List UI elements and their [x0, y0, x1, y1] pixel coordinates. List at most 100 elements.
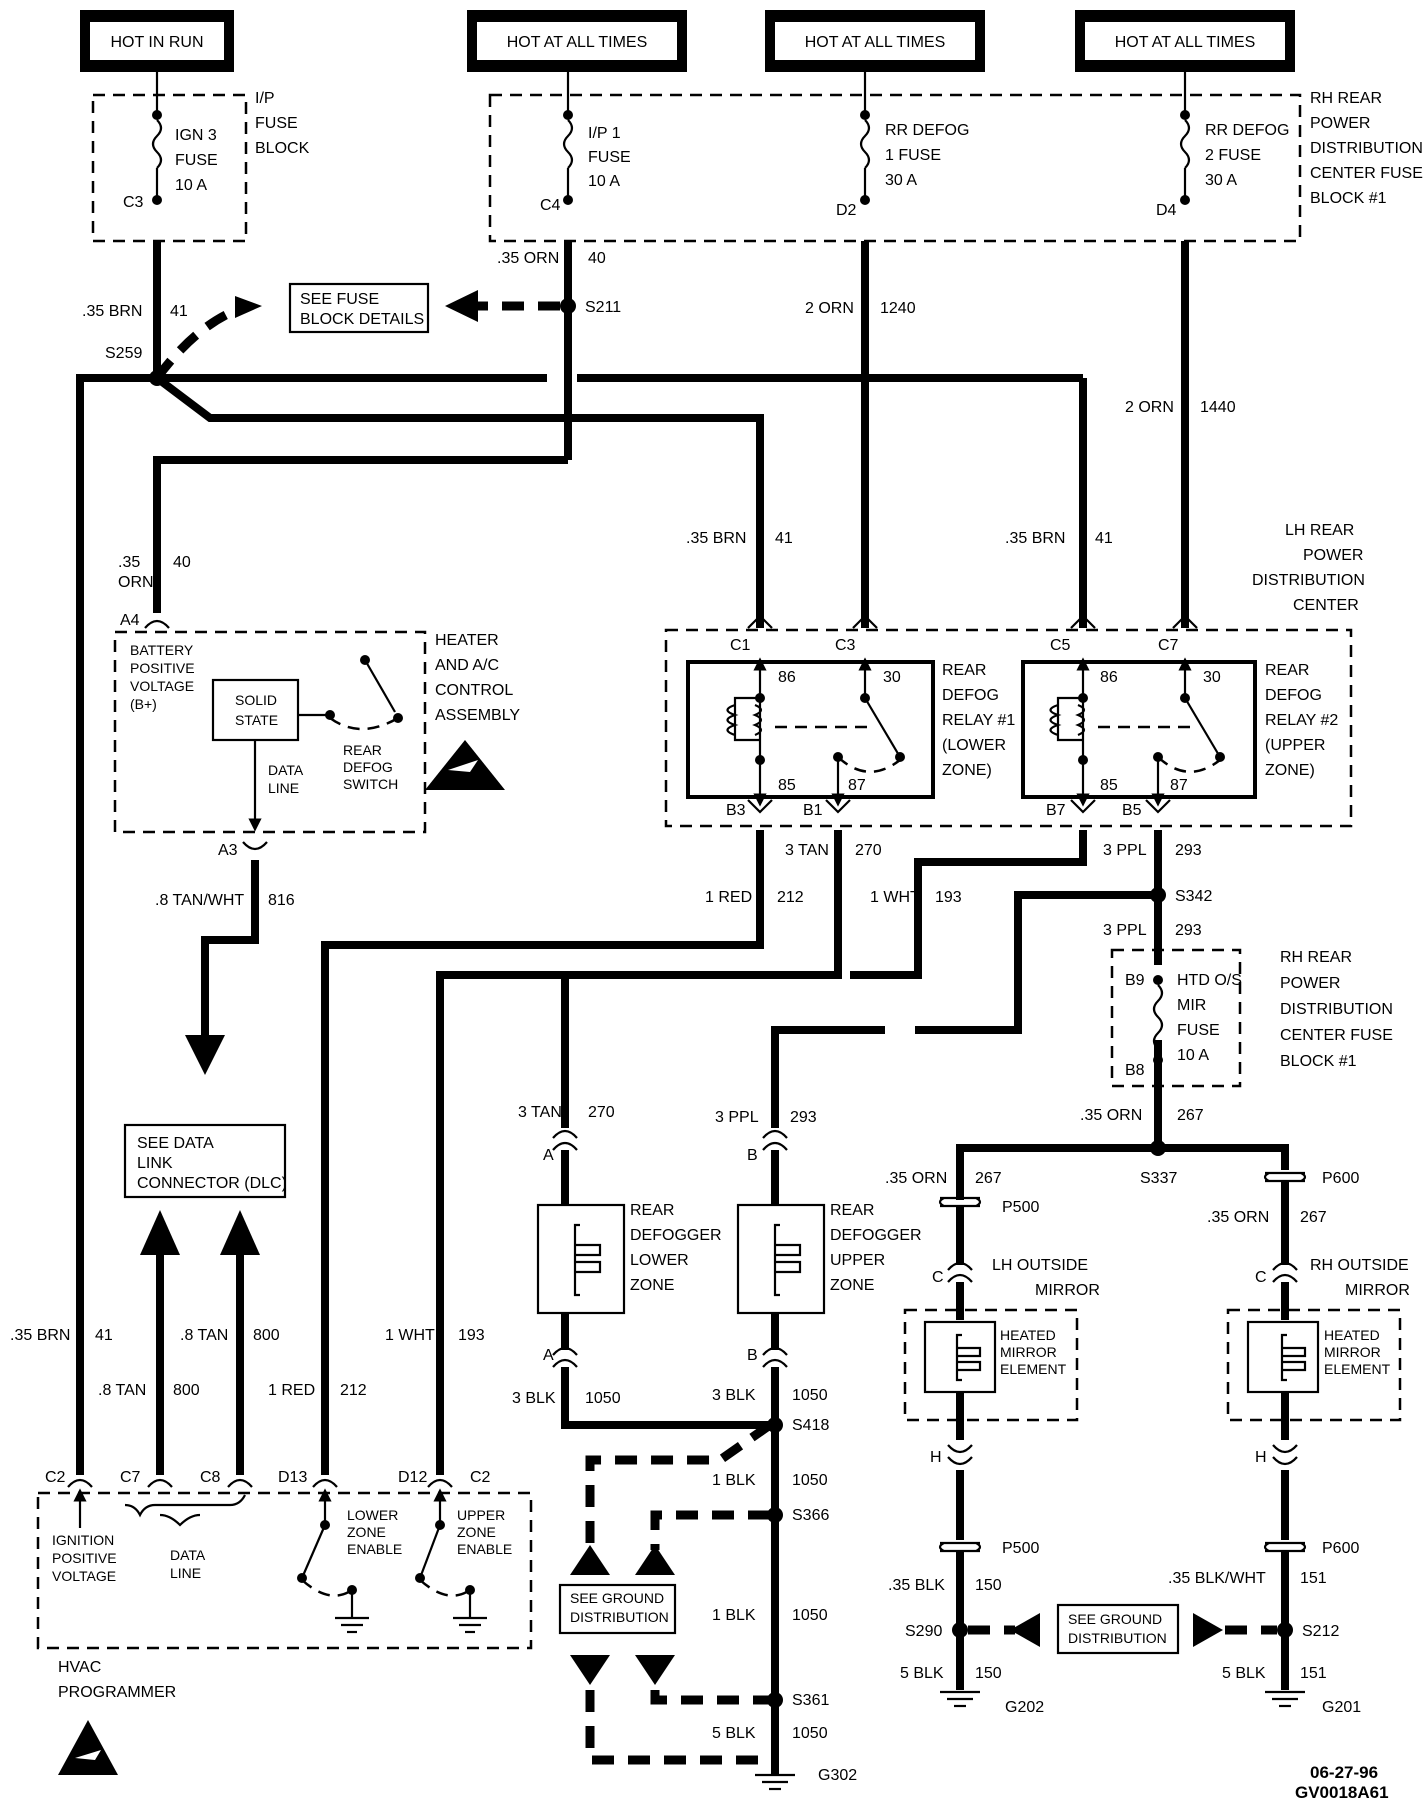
svg-text:ELEMENT: ELEMENT [1324, 1361, 1391, 1377]
svg-text:STATE: STATE [235, 712, 278, 728]
svg-text:.35 ORN: .35 ORN [1207, 1209, 1269, 1226]
svg-text:I/P 1: I/P 1 [588, 125, 621, 142]
svg-text:BATTERY: BATTERY [130, 642, 194, 658]
svg-text:2 ORN: 2 ORN [805, 300, 854, 317]
svg-text:3 BLK: 3 BLK [712, 1387, 756, 1404]
svg-text:B3: B3 [726, 802, 746, 819]
diagram-footer: 06-27-96 GV0018A61 [1295, 1763, 1389, 1802]
svg-text:DATA: DATA [268, 762, 304, 778]
svg-text:GV0018A61: GV0018A61 [1295, 1783, 1389, 1802]
svg-text:150: 150 [975, 1577, 1002, 1594]
svg-text:POSITIVE: POSITIVE [52, 1550, 117, 1566]
rear-defog-relay-2: C5 C7 86 30 85 87 B7 B5 REAR DEFOG RELAY… [1021, 614, 1338, 819]
svg-text:REAR: REAR [1265, 662, 1309, 679]
svg-text:151: 151 [1300, 1570, 1327, 1587]
svg-text:H: H [1255, 1449, 1267, 1466]
svg-text:RELAY #2: RELAY #2 [1265, 712, 1338, 729]
svg-text:C: C [932, 1269, 944, 1286]
svg-text:3 TAN: 3 TAN [785, 842, 829, 859]
svg-text:1050: 1050 [792, 1607, 828, 1624]
splice-s211: S211 [560, 298, 621, 316]
svg-text:BLOCK DETAILS: BLOCK DETAILS [300, 311, 424, 328]
svg-text:S337: S337 [1140, 1170, 1177, 1187]
ground-g201: G201 [1265, 1690, 1361, 1716]
svg-text:LINE: LINE [268, 780, 299, 796]
lh-rear-power-distribution-center: LH REAR POWER DISTRIBUTION CENTER [664, 522, 1365, 828]
svg-text:CONTROL: CONTROL [435, 682, 513, 699]
svg-text:C2: C2 [45, 1469, 66, 1486]
svg-text:ORN: ORN [118, 574, 154, 591]
svg-text:SEE GROUND: SEE GROUND [1068, 1611, 1162, 1627]
svg-text:86: 86 [778, 669, 796, 686]
svg-text:B: B [747, 1147, 758, 1164]
ground-distribution-refs-left: SEE GROUND DISTRIBUTION [558, 1421, 773, 1765]
svg-text:800: 800 [173, 1382, 200, 1399]
power-header-hot-in-run: HOT IN RUN [80, 10, 234, 72]
svg-text:LH OUTSIDE: LH OUTSIDE [992, 1257, 1088, 1274]
svg-text:5 BLK: 5 BLK [900, 1665, 944, 1682]
svg-text:VOLTAGE: VOLTAGE [130, 678, 194, 694]
svg-text:UPPER: UPPER [457, 1507, 505, 1523]
svg-text:A: A [543, 1347, 554, 1364]
svg-text:816: 816 [268, 892, 295, 909]
svg-text:ASSEMBLY: ASSEMBLY [435, 707, 520, 724]
svg-text:LOWER: LOWER [630, 1252, 689, 1269]
svg-text:LINK: LINK [137, 1155, 173, 1172]
svg-text:REAR: REAR [343, 742, 382, 758]
svg-text:S290: S290 [905, 1623, 942, 1640]
svg-text:85: 85 [778, 777, 796, 794]
svg-text:D12: D12 [398, 1469, 427, 1486]
svg-text:30: 30 [883, 669, 901, 686]
svg-text:LINE: LINE [170, 1565, 201, 1581]
svg-text:ZONE: ZONE [630, 1277, 674, 1294]
ground-g202: G202 [940, 1690, 1044, 1716]
svg-text:G201: G201 [1322, 1699, 1361, 1716]
svg-text:.35 BRN: .35 BRN [686, 530, 746, 547]
svg-text:270: 270 [588, 1104, 615, 1121]
svg-text:DATA: DATA [170, 1547, 206, 1563]
svg-text:HTD O/S: HTD O/S [1177, 972, 1242, 989]
svg-text:85: 85 [1100, 777, 1118, 794]
svg-text:DISTRIBUTION: DISTRIBUTION [1068, 1630, 1167, 1646]
svg-text:HOT AT ALL TIMES: HOT AT ALL TIMES [805, 34, 946, 51]
svg-text:87: 87 [848, 777, 866, 794]
svg-text:1050: 1050 [792, 1472, 828, 1489]
svg-text:B1: B1 [803, 802, 823, 819]
svg-text:MIRROR: MIRROR [1000, 1344, 1057, 1360]
svg-text:IGN 3: IGN 3 [175, 127, 217, 144]
svg-text:A4: A4 [120, 612, 140, 629]
svg-text:POSITIVE: POSITIVE [130, 660, 195, 676]
svg-text:HEATER: HEATER [435, 632, 499, 649]
wire-label-wht: 1 WHT [385, 1327, 435, 1344]
svg-text:ZONE: ZONE [457, 1524, 496, 1540]
svg-text:HOT AT ALL TIMES: HOT AT ALL TIMES [507, 34, 648, 51]
wire-labels-lower: 3 TAN 270 3 PPL 293 1 RED 212 1 WHT 193 … [518, 842, 1327, 1226]
svg-text:RELAY #1: RELAY #1 [942, 712, 1015, 729]
svg-text:C2: C2 [470, 1469, 491, 1486]
svg-text:.35 ORN: .35 ORN [1080, 1107, 1142, 1124]
htd-mirror-fuse-block: B9 B8 HTD O/S MIR FUSE 10 A RH REAR POWE… [1110, 948, 1393, 1088]
svg-text:FUSE: FUSE [175, 152, 218, 169]
svg-text:10 A: 10 A [1177, 1047, 1209, 1064]
svg-text:DISTRIBUTION: DISTRIBUTION [570, 1609, 669, 1625]
svg-text:ENABLE: ENABLE [457, 1541, 512, 1557]
svg-text:G202: G202 [1005, 1699, 1044, 1716]
svg-text:1 FUSE: 1 FUSE [885, 147, 941, 164]
svg-text:SEE GROUND: SEE GROUND [570, 1590, 664, 1606]
rh-outside-mirror: P600 C RH OUTSIDE MIRROR HEATED MIRROR E… [1226, 1170, 1410, 1690]
svg-text:FUSE: FUSE [1177, 1022, 1220, 1039]
wire-816: .8 TAN/WHT 816 [155, 860, 295, 1075]
svg-text:800: 800 [253, 1327, 280, 1344]
svg-text:CENTER FUSE: CENTER FUSE [1310, 165, 1423, 182]
svg-text:3 TAN: 3 TAN [518, 1104, 562, 1121]
svg-text:B: B [747, 1347, 758, 1364]
svg-text:C1: C1 [730, 637, 751, 654]
svg-text:CENTER FUSE: CENTER FUSE [1280, 1027, 1393, 1044]
svg-text:DEFOG: DEFOG [1265, 687, 1322, 704]
svg-text:HOT IN RUN: HOT IN RUN [110, 34, 203, 51]
hvac-programmer: C2 C7 C8 D13 D12 C2 IGNITION POSITIVE VO… [36, 1469, 533, 1701]
svg-text:40: 40 [173, 554, 191, 571]
rh-rear-fuse-block: I/P 1 FUSE 10 A C4 RR DEFOG 1 FUSE 30 A … [488, 72, 1423, 243]
svg-text:SEE FUSE: SEE FUSE [300, 291, 379, 308]
